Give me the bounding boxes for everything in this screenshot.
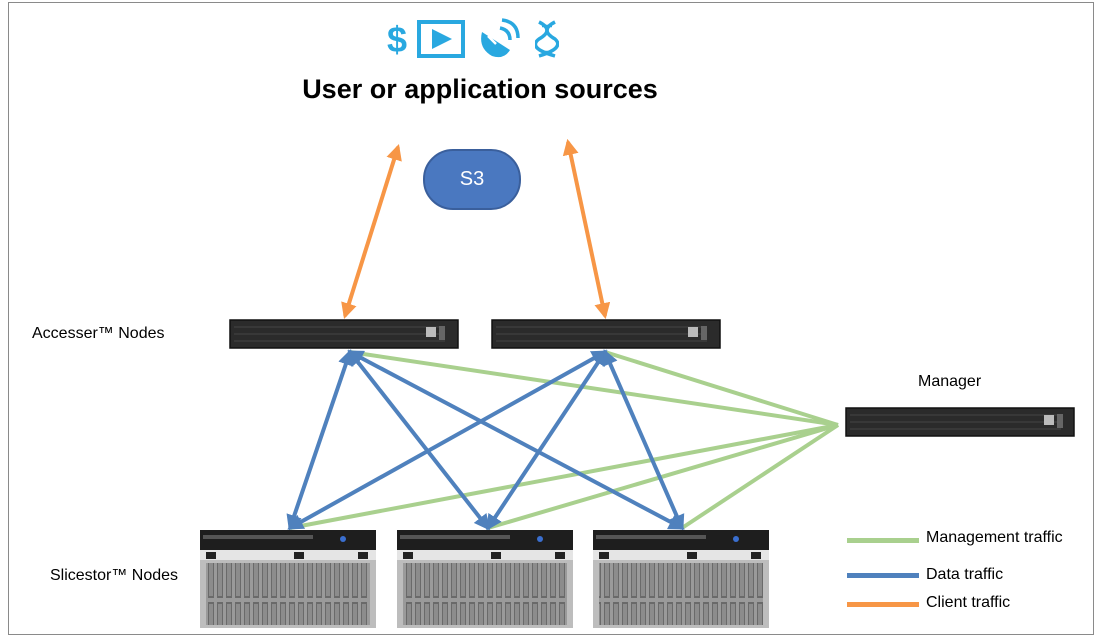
slicestor-nodes-label: Slicestor™ Nodes [50,567,179,584]
slicestor-node-3 [593,530,769,628]
management-link [604,350,839,427]
management-link [487,423,839,530]
video-play-icon [417,20,465,63]
management-link [680,423,840,530]
s3-node: S3 [423,149,521,210]
legend-swatch-data [847,573,919,578]
legend-label-management: Management traffic [926,529,1063,546]
management-link [349,350,839,427]
data-link [287,350,608,530]
slicestor-node-2 [397,530,573,628]
management-link [289,423,839,530]
data-link [602,349,685,531]
diagram-frame [8,2,1094,635]
slicestor-node-1 [200,530,376,628]
legend-swatch-client [847,602,919,607]
legend-label-client: Client traffic [926,594,1011,611]
data-link [486,349,607,531]
legend-swatch-management [847,538,919,543]
accesser-node-2 [491,319,721,349]
client-link [562,138,611,320]
dollar-icon: $ [384,19,410,63]
svg-text:$: $ [387,20,407,58]
accesser-nodes-label: Accesser™ Nodes [32,325,165,342]
satellite-dish-icon [476,18,520,65]
dna-icon [533,20,560,63]
legend-label-data: Data traffic [926,566,1004,583]
data-link [348,349,490,531]
client-link [341,143,402,320]
manager-node [845,407,1075,437]
accesser-node-1 [229,319,459,349]
diagram-title: User or application sources [302,74,658,104]
manager-label: Manager [918,373,982,390]
